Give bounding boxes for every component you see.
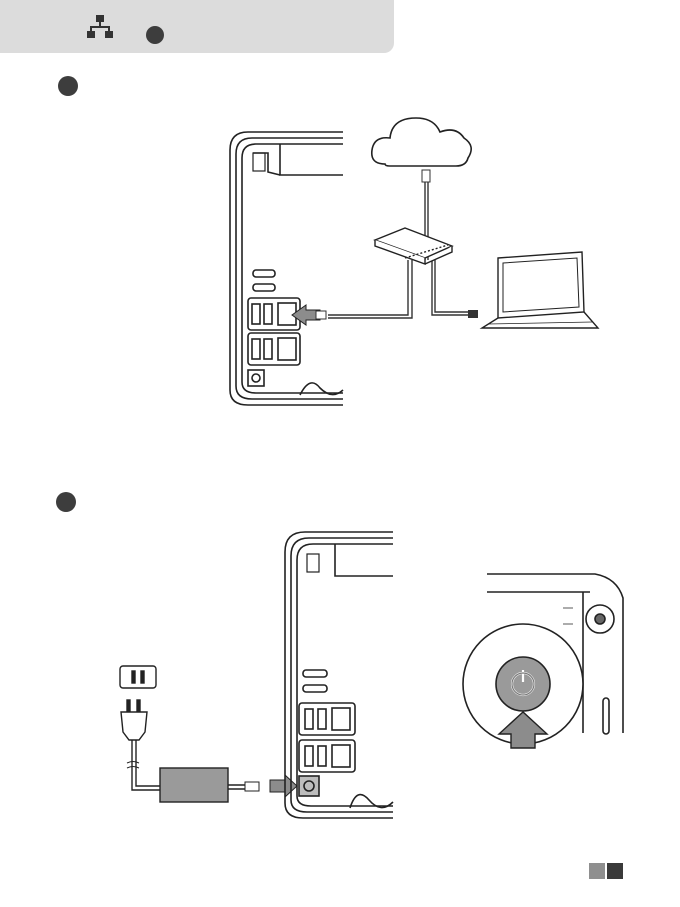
power-connection-diagram [105,528,630,828]
step-1-marker [58,76,78,96]
insert-arrow [270,775,297,797]
network-icon [87,14,113,40]
header-band [0,0,394,53]
device-back-panel [230,132,343,405]
cloud-icon [372,118,471,166]
wall-outlet-icon [120,666,156,688]
page-marker-light [589,863,605,879]
power-plug-icon [121,700,147,740]
ethernet-connection-diagram [220,100,610,410]
step-2-marker [56,492,76,512]
header-step-marker [146,26,164,44]
page-marker-dark [607,863,623,879]
laptop-icon [482,252,598,328]
power-adapter [160,768,228,802]
device-back-panel [285,532,393,818]
router-icon [375,228,452,264]
